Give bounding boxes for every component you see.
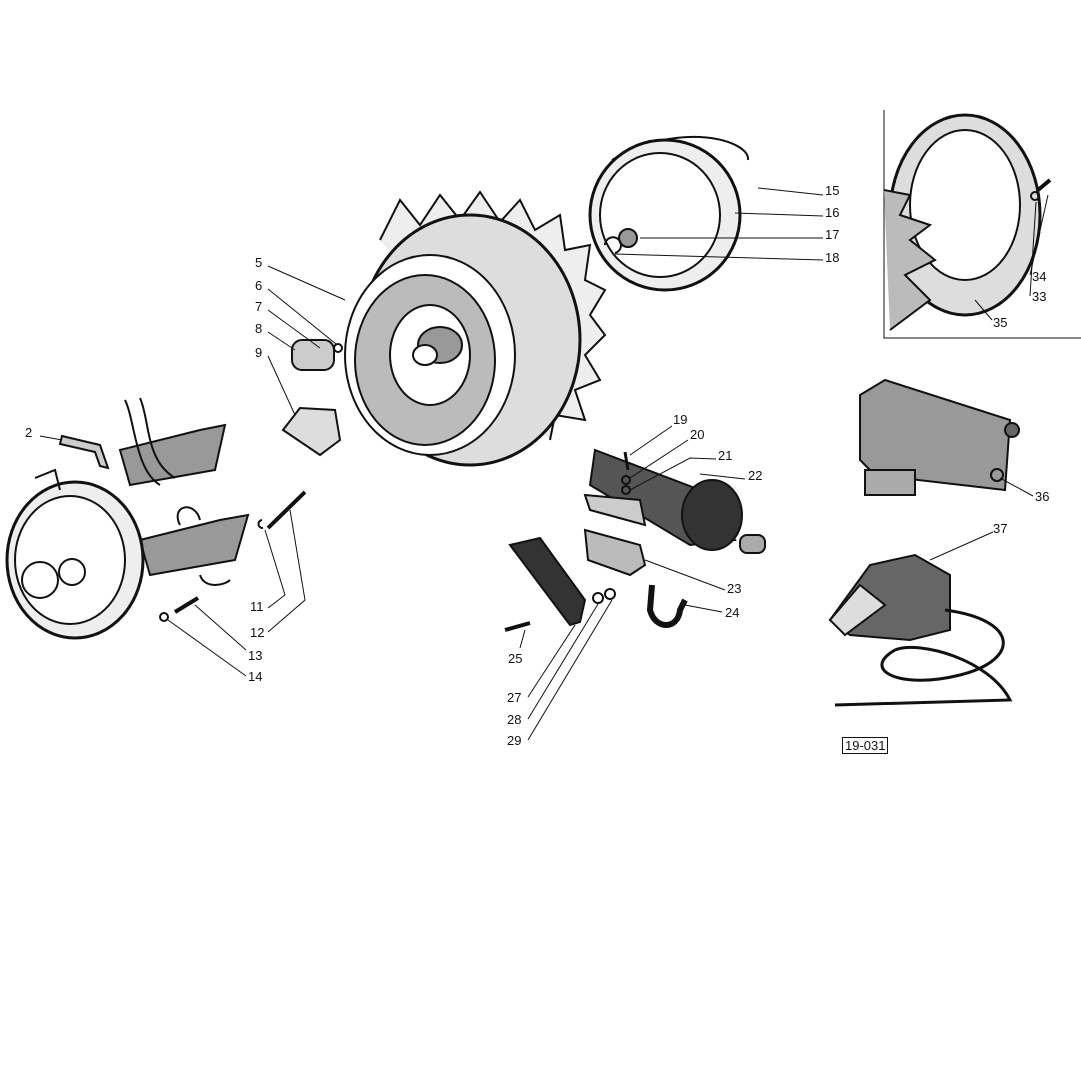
ignition-coil-36 [859,378,1020,496]
callout-21: 21 [718,448,733,463]
callout-2: 2 [25,425,33,440]
callout-22: 22 [748,468,763,483]
nut-29 [604,588,616,600]
condenser [583,448,766,554]
circlip-11 [257,519,264,529]
washer-28 [592,592,604,604]
screw-25 [504,621,531,632]
ignition-switch-37 [828,553,1013,707]
callout-27: 27 [507,690,522,705]
callout-35: 35 [993,315,1008,330]
callout-12: 12 [250,625,265,640]
screw-13 [173,596,200,614]
callout-18: 18 [825,250,840,265]
washer-14 [159,612,169,622]
inset-cover-detail [883,110,1081,339]
callout-5: 5 [255,255,263,270]
callout-17: 17 [825,227,840,242]
callout-29: 29 [507,733,522,748]
callout-25: 25 [508,651,523,666]
callout-14: 14 [248,669,263,684]
screw-12 [266,490,307,530]
screw-34 [1036,178,1052,192]
callout-7: 7 [255,299,263,314]
callout-19: 19 [673,412,688,427]
callout-34: 34 [1032,269,1047,284]
callout-9: 9 [255,345,263,360]
callout-36: 36 [1035,489,1050,504]
lighting-coil-lower [138,506,250,586]
stator-plate [5,468,145,640]
clip-24 [646,584,688,628]
callout-37: 37 [993,521,1008,536]
callout-16: 16 [825,205,840,220]
ignition-coil-upper [118,397,227,487]
bracket-23 [583,528,647,577]
washer-33 [1030,191,1040,201]
callout-28: 28 [507,712,522,727]
callout-13: 13 [248,648,263,663]
callout-24: 24 [725,605,740,620]
contact-breaker-9 [281,406,342,457]
terminal-block-27 [508,536,587,627]
flywheel-rotor [344,190,607,467]
cam-8 [291,339,335,371]
bracket-2 [58,434,110,470]
callout-23: 23 [727,581,742,596]
callout-11: 11 [250,599,264,614]
callout-8: 8 [255,321,263,336]
callout-33: 33 [1032,289,1047,304]
figure-reference-code: 19-031 [842,737,889,754]
callout-6: 6 [255,278,263,293]
flywheel-cover [588,135,750,292]
callout-15: 15 [825,183,840,198]
callout-20: 20 [690,427,705,442]
leader-lines [39,187,1049,741]
nut-6 [333,343,343,353]
